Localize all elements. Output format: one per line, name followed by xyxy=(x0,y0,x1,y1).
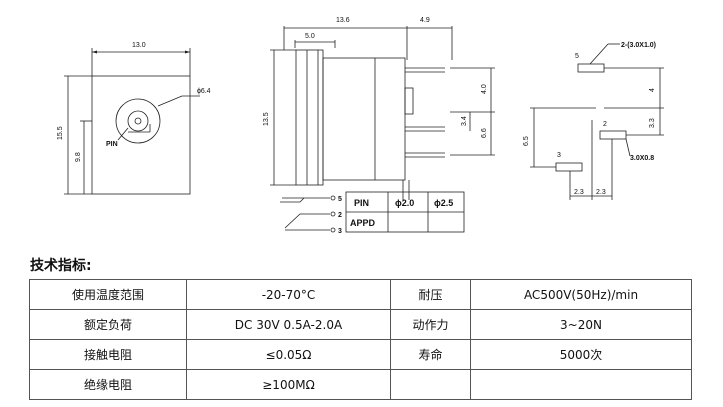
front-body xyxy=(91,75,191,195)
barrel-outer xyxy=(115,98,161,144)
pcb-pin3-label: 3 xyxy=(557,152,561,159)
side-flange xyxy=(295,49,324,186)
pcb-pin2-label: 2 xyxy=(603,121,607,128)
front-view xyxy=(64,48,200,195)
pcb-pin5-label: 5 xyxy=(575,53,579,60)
front-inner-height-label: 9.8 xyxy=(75,152,82,162)
table-row: 接触电阻 ≤0.05Ω 寿命 5000次 xyxy=(29,339,692,370)
pcb-dim-4-label: 4 xyxy=(649,88,656,92)
side-height-label: 13.5 xyxy=(263,112,270,126)
hole-dia-label: ɸ6.4 xyxy=(197,88,211,95)
spec-label: 额定负荷 xyxy=(29,309,187,340)
schematic xyxy=(280,195,336,233)
pin-dim-c-label: 6.6 xyxy=(481,128,488,138)
side-length-label: 13.6 xyxy=(336,17,350,24)
pin-table-header-d20: ɸ2.0 xyxy=(395,198,414,208)
side-tail-label: 4.9 xyxy=(420,17,430,24)
spec-label: 耐压 xyxy=(390,279,471,310)
pad2-spec-label: 3.0X0.8 xyxy=(630,155,654,162)
schematic-pin-3: 3 xyxy=(338,228,342,235)
pin-table-grid xyxy=(345,191,465,233)
pin-dim-b-label: 3.4 xyxy=(461,116,468,126)
spec-label: 接触电阻 xyxy=(29,339,187,370)
spec-value: 5000次 xyxy=(470,339,692,370)
spec-label: 动作力 xyxy=(390,309,471,340)
spec-label xyxy=(390,369,471,400)
pad-3 xyxy=(555,162,583,172)
technical-drawing: 13.0 15.5 9.8 ɸ6.4 PIN 13.6 4.9 5.0 13.5… xyxy=(57,17,664,235)
pad5-spec-label: 2-(3.0X1.0) xyxy=(621,42,656,49)
spec-value xyxy=(470,369,692,400)
pin-table-header-d25: ɸ2.5 xyxy=(434,198,453,208)
spec-label: 寿命 xyxy=(390,339,471,370)
pad-2 xyxy=(599,130,627,140)
pin-dim-a-label: 4.0 xyxy=(481,84,488,94)
spec-value: -20-70°C xyxy=(186,279,391,310)
spec-value: DC 30V 0.5A-2.0A xyxy=(186,309,391,340)
front-pin-label: PIN xyxy=(106,141,118,148)
spec-value: ≥100MΩ xyxy=(186,369,391,400)
specs-table: 使用温度范围 -20-70°C 耐压 AC500V(50Hz)/min 额定负荷… xyxy=(29,279,692,400)
pcb-view xyxy=(530,43,664,200)
pcb-dim-23a-label: 2.3 xyxy=(574,189,584,196)
side-view xyxy=(270,26,495,200)
pad-5 xyxy=(577,63,605,73)
table-row: 绝缘电阻 ≥100MΩ xyxy=(29,369,692,400)
barrel-inner xyxy=(127,110,149,132)
table-row: 额定负荷 DC 30V 0.5A-2.0A 动作力 3~20N xyxy=(29,309,692,340)
spec-label: 绝缘电阻 xyxy=(29,369,187,400)
pin-table-row-label: APPD xyxy=(350,218,376,228)
spec-value: ≤0.05Ω xyxy=(186,339,391,370)
schematic-pin-5: 5 xyxy=(338,196,342,203)
pin-table-header-pin: PIN xyxy=(354,198,369,208)
pcb-dim-65-label: 6.5 xyxy=(523,136,530,146)
table-row: 使用温度范围 -20-70°C 耐压 AC500V(50Hz)/min xyxy=(29,279,692,310)
pcb-dim-23b-label: 2.3 xyxy=(596,189,606,196)
schematic-pin-2: 2 xyxy=(338,212,342,219)
side-flange-label: 5.0 xyxy=(305,33,315,40)
specs-title: 技术指标: xyxy=(30,258,92,274)
spec-label: 使用温度范围 xyxy=(29,279,187,310)
side-body xyxy=(322,57,406,181)
front-width-label: 13.0 xyxy=(132,42,146,49)
front-height-label: 15.5 xyxy=(57,126,64,140)
spec-value: 3~20N xyxy=(470,309,692,340)
spec-value: AC500V(50Hz)/min xyxy=(470,279,692,310)
pcb-dim-33-label: 3.3 xyxy=(649,118,656,128)
center-pin xyxy=(134,117,142,125)
